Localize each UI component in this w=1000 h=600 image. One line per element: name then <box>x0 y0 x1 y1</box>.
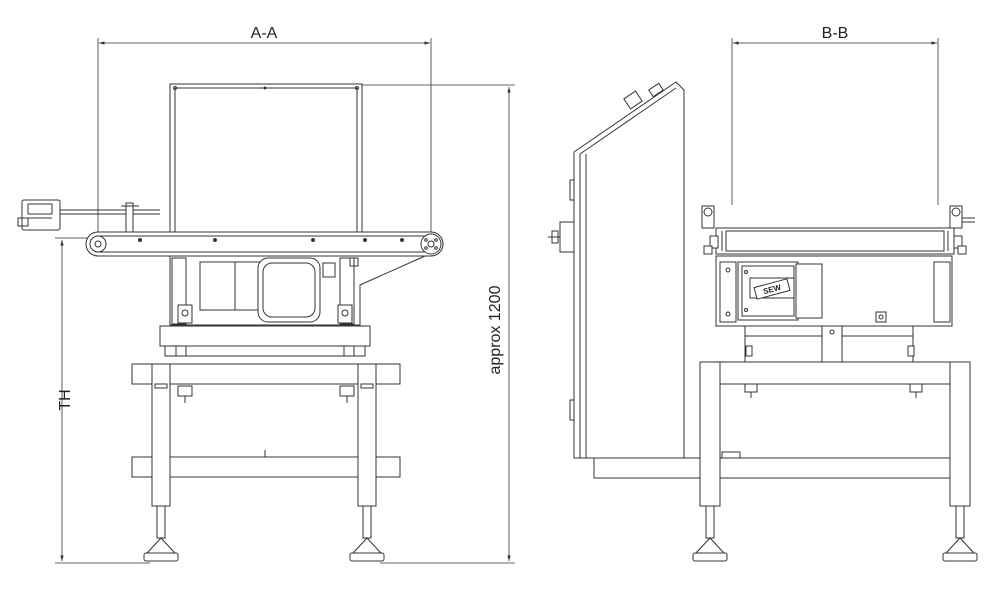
front-hood <box>169 83 363 233</box>
dimension-b-b: B-B <box>731 25 939 205</box>
front-view: A-A TH approx 1200 <box>17 25 515 564</box>
side-view: B-B <box>548 25 978 562</box>
dimension-overall-height: approx 1200 <box>360 84 515 564</box>
side-table <box>692 361 978 562</box>
dimension-label-a-a: A-A <box>251 25 278 42</box>
dimension-th: TH <box>55 237 150 564</box>
motor-brand-plate <box>753 278 791 300</box>
dimension-a-a: A-A <box>97 25 432 235</box>
dimension-label-approx-1200: approx 1200 <box>487 285 504 374</box>
front-conveyor-belt <box>85 231 444 257</box>
front-motor <box>199 257 321 323</box>
side-control-cabinet <box>548 81 685 459</box>
side-scale-support <box>744 325 915 363</box>
dimension-label-b-b: B-B <box>822 25 849 42</box>
side-base-beam <box>593 457 971 479</box>
front-table <box>131 325 401 478</box>
dimension-label-th: TH <box>57 389 74 410</box>
front-legs <box>143 363 385 562</box>
side-motor: SEW <box>737 261 823 321</box>
side-conveyor-roller <box>701 205 975 255</box>
